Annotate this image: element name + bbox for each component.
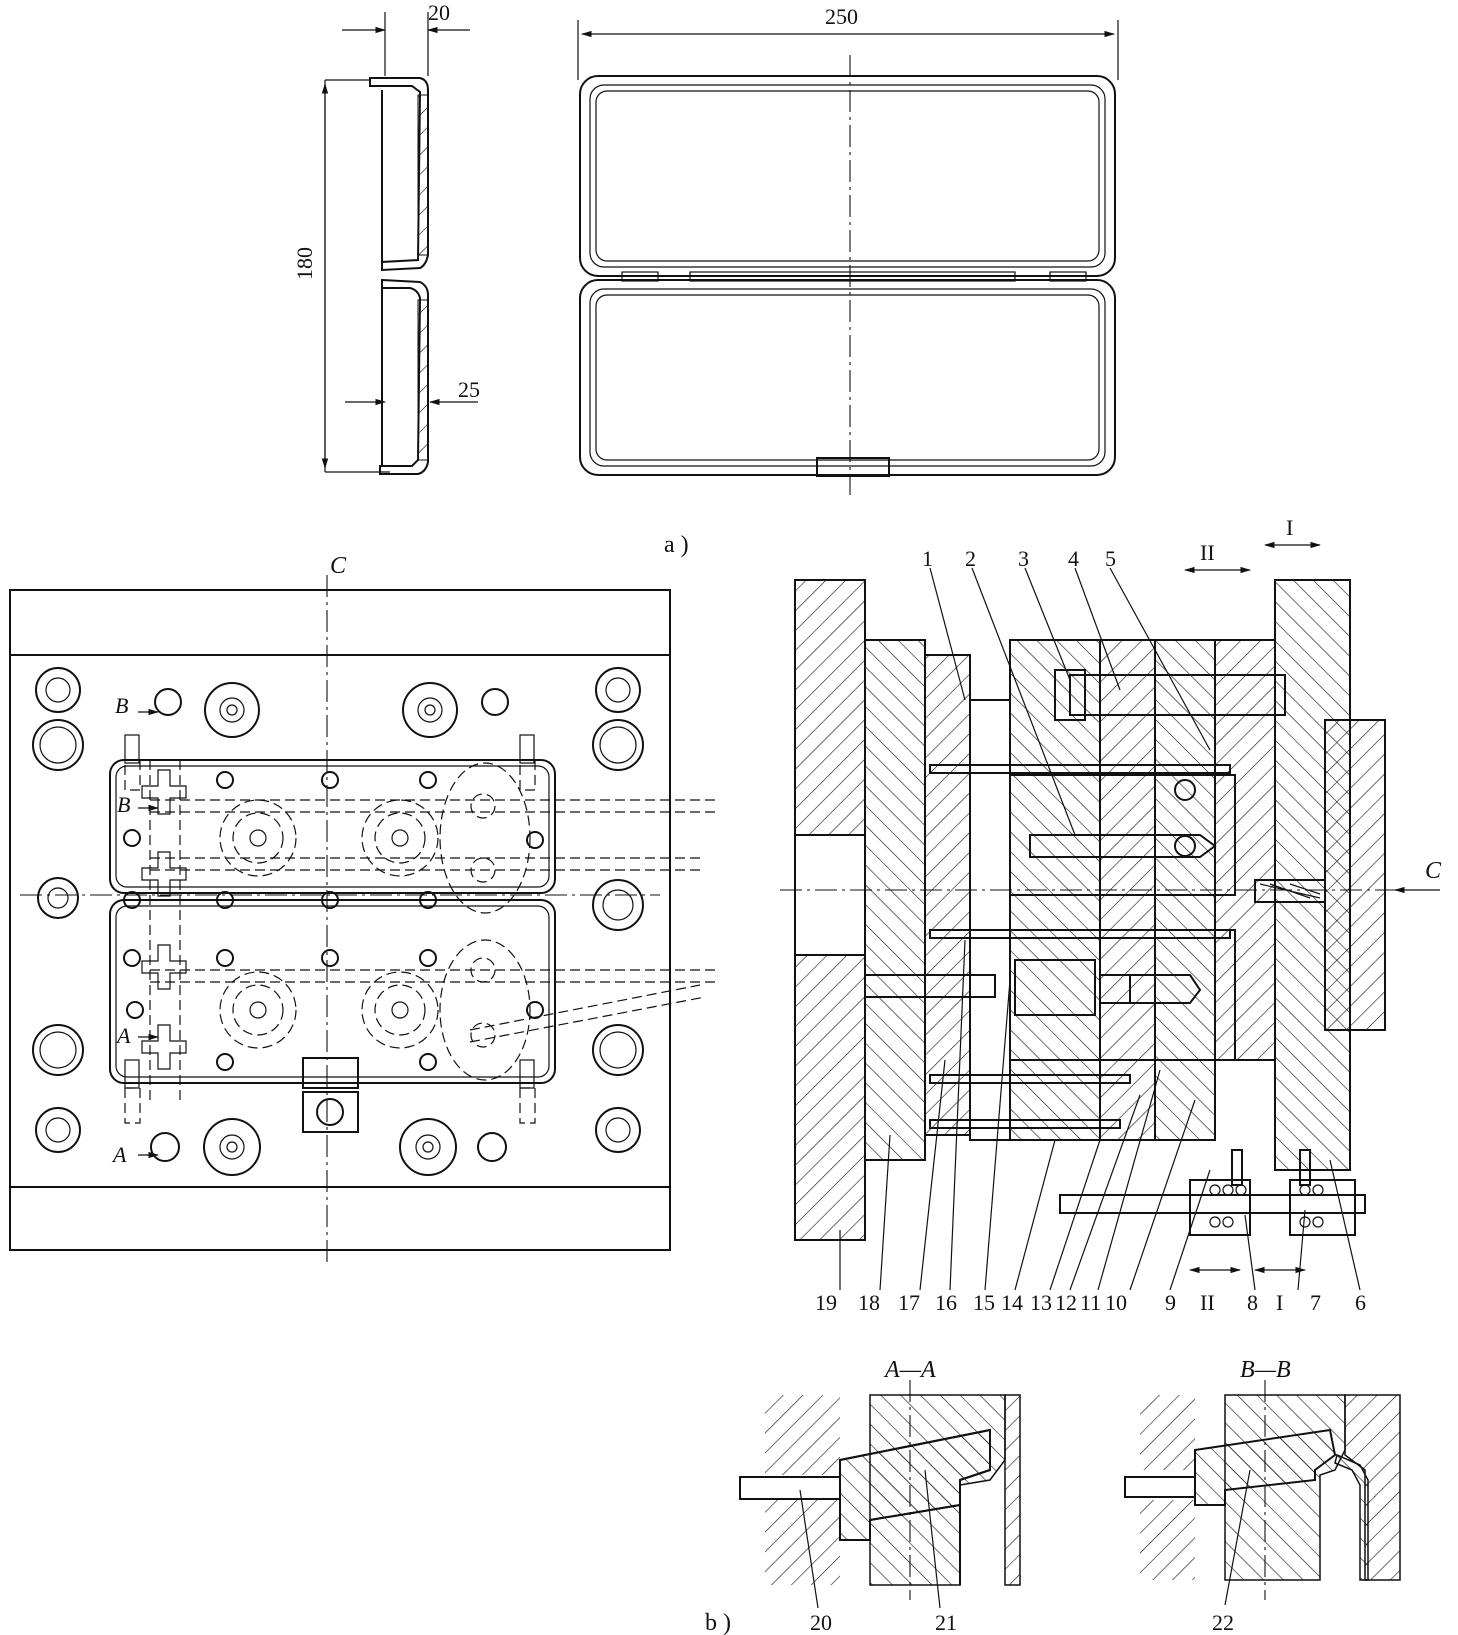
- mold-section-view: [780, 541, 1440, 1291]
- dim-thickness-top: 20: [428, 0, 450, 25]
- section-parting-i-top: I: [1286, 515, 1293, 540]
- plan-section-mark: C: [330, 553, 347, 579]
- section-callout-11: 11: [1080, 1290, 1101, 1315]
- section-callout-9: 9: [1165, 1290, 1176, 1315]
- detail-aa-callout-20: 20: [810, 1610, 832, 1635]
- section-callout-12: 12: [1055, 1290, 1077, 1315]
- detail-bb-title: B—B: [1240, 1357, 1291, 1383]
- section-callout-17: 17: [898, 1290, 920, 1315]
- section-callout-18: 18: [858, 1290, 880, 1315]
- part-side-view: [321, 12, 478, 475]
- detail-bb-callout-22: 22: [1212, 1610, 1234, 1635]
- section-callout-5: 5: [1105, 546, 1116, 571]
- section-callout-4: 4: [1068, 546, 1079, 571]
- mold-plan-view: [9, 575, 715, 1265]
- section-parting-i-bottom: I: [1276, 1290, 1283, 1315]
- section-callout-14: 14: [1001, 1290, 1023, 1315]
- plan-marker-b-2: B: [117, 792, 130, 817]
- dim-depth: 25: [458, 377, 480, 402]
- dim-width: 250: [825, 4, 858, 29]
- section-callout-6: 6: [1355, 1290, 1366, 1315]
- caption-a: a ): [664, 532, 689, 558]
- section-callout-3: 3: [1018, 546, 1029, 571]
- caption-b: b ): [705, 1610, 731, 1635]
- dim-height: 180: [292, 247, 317, 280]
- section-callout-2: 2: [965, 546, 976, 571]
- part-front-view: [577, 20, 1119, 495]
- detail-b-b: [1124, 1380, 1401, 1606]
- section-mark-c: C: [1425, 858, 1442, 884]
- section-callout-13: 13: [1030, 1290, 1052, 1315]
- section-callout-19: 19: [815, 1290, 837, 1315]
- plan-marker-b-1: B: [115, 693, 128, 718]
- detail-aa-callout-21: 21: [935, 1610, 957, 1635]
- section-callout-1: 1: [922, 546, 933, 571]
- detail-aa-title: A—A: [883, 1357, 936, 1383]
- plan-marker-a-2: A: [111, 1142, 127, 1167]
- section-callout-8: 8: [1247, 1290, 1258, 1315]
- section-parting-ii-top: II: [1200, 540, 1215, 565]
- section-callout-16: 16: [935, 1290, 957, 1315]
- section-callout-7: 7: [1310, 1290, 1321, 1315]
- section-callout-10: 10: [1105, 1290, 1127, 1315]
- section-parting-ii-bottom: II: [1200, 1290, 1215, 1315]
- section-callout-15: 15: [973, 1290, 995, 1315]
- plan-marker-a-1: A: [115, 1023, 131, 1048]
- detail-a-a: [739, 1380, 1021, 1609]
